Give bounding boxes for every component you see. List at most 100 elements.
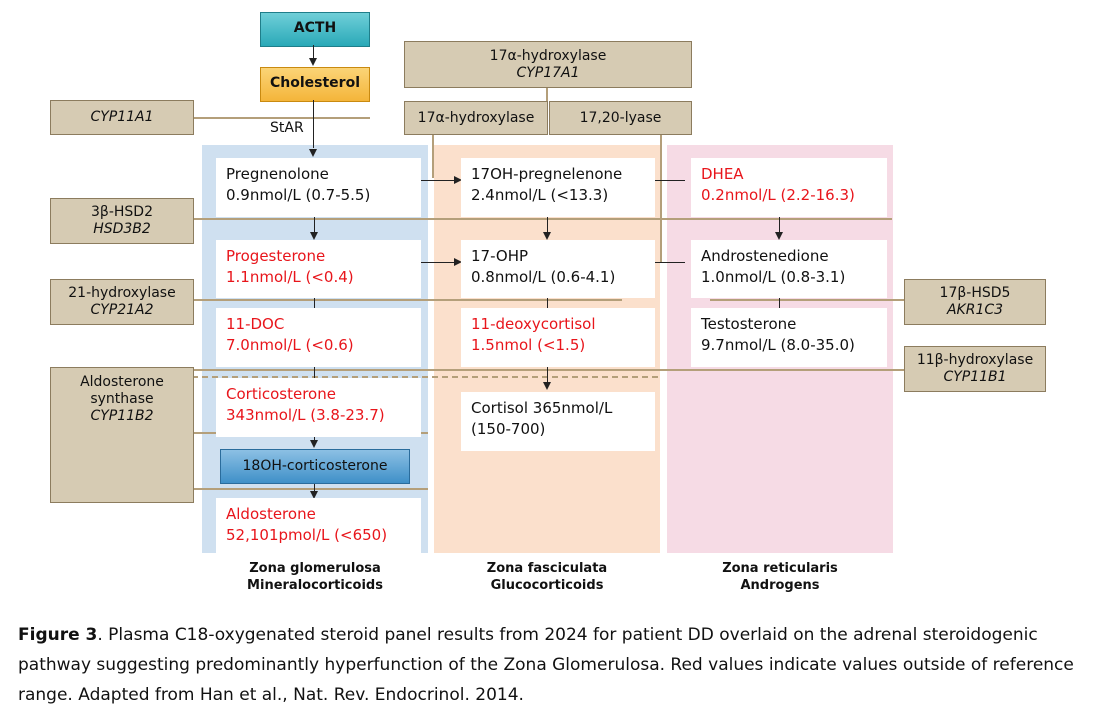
aldosterone-value: 52,101pmol/L (<650): [226, 526, 388, 544]
cyp11b1-name: 11β-hydroxylase: [916, 352, 1034, 368]
cyp17a1-box: 17α-hydroxylase CYP17A1: [404, 41, 692, 88]
testosterone-value: 9.7nmol/L (8.0-35.0): [701, 336, 855, 354]
figure-label: Figure 3: [18, 625, 98, 645]
hsd3b2-box: 3β-HSD2 HSD3B2: [50, 198, 194, 244]
zona-glomerulosa-label: Zona glomerulosa Mineralocorticoids: [202, 560, 428, 594]
deoxycortisol-to-cortisol-line: [547, 361, 548, 383]
17ohp-name: 17-OHP: [471, 247, 529, 265]
androstenedione-to-testosterone-line: [779, 292, 780, 308]
star-label: StAR: [270, 120, 304, 136]
doc-to-corticosterone-line: [314, 361, 315, 380]
deoxycortisol-to-cortisol-arrow: [543, 382, 551, 390]
pregnenolone-value: 0.9nmol/L (0.7-5.5): [226, 186, 371, 204]
aldosterone-name: Aldosterone: [226, 505, 316, 523]
androstenedione-value: 1.0nmol/L (0.8-3.1): [701, 268, 846, 286]
cyp21a2-box: 21-hydroxylase CYP21A2: [50, 279, 194, 325]
progesterone-node: Progesterone 1.1nmol/L (<0.4): [216, 240, 421, 298]
cyp11a1-gene: CYP11A1: [90, 109, 154, 125]
pregnenolone-name: Pregnenolone: [226, 165, 329, 183]
cyp11b2-level-line-3: [192, 488, 428, 490]
cyp17-lyase-box: 17,20-lyase: [549, 101, 692, 135]
prog-to-17ohp-line: [411, 262, 455, 263]
progesterone-name: Progesterone: [226, 247, 326, 265]
dhea-node: DHEA 0.2nmol/L (2.2-16.3): [691, 158, 887, 217]
cyp21a2-name: 21-hydroxylase: [68, 285, 176, 301]
testosterone-name: Testosterone: [701, 315, 797, 333]
11-deoxycortisol-value: 1.5nmol (<1.5): [471, 336, 586, 354]
figure-caption-text: . Plasma C18-oxygenated steroid panel re…: [18, 625, 1074, 705]
cholesterol-arrow-head: [309, 149, 317, 157]
hsd3b2-gene: HSD3B2: [93, 221, 151, 237]
dhea-name: DHEA: [701, 165, 744, 183]
progesterone-value: 1.1nmol/L (<0.4): [226, 268, 354, 286]
17oh-pregnenolone-value: 2.4nmol/L (<13.3): [471, 186, 609, 204]
cyp11b2-box: Aldosterone synthase CYP11B2: [50, 367, 194, 503]
zona-reticularis-label: Zona reticularis Androgens: [667, 560, 893, 594]
lyase-drop: [660, 133, 662, 263]
11-deoxycortisol-name: 11-deoxycortisol: [471, 315, 596, 333]
17oh-pregnenolone-node: 17OH-pregnelenone 2.4nmol/L (<13.3): [461, 158, 655, 217]
17ohpreg-to-17ohp-arrow: [543, 232, 551, 240]
pregnenolone-node: Pregnenolone 0.9nmol/L (0.7-5.5): [216, 158, 421, 217]
cyp11b1-level-line: [192, 369, 904, 371]
17ohp-to-androstenedione-line: [645, 262, 685, 263]
17ohpreg-to-17ohp-line: [547, 211, 548, 233]
zona-fasciculata-type: Glucocorticoids: [490, 578, 604, 593]
cyp21a2-level-line: [192, 299, 622, 301]
cyp11a1-level-line: [192, 117, 370, 119]
11-deoxycortisol-node: 11-deoxycortisol 1.5nmol (<1.5): [461, 308, 655, 367]
corticosterone-to-18oh-arrow: [310, 440, 318, 448]
zona-reticularis-name: Zona reticularis: [722, 561, 838, 576]
cyp17a1-gene: CYP17A1: [516, 64, 580, 81]
prog-to-17ohp-arrow: [454, 258, 462, 266]
hsd3b2-name: 3β-HSD2: [91, 204, 153, 220]
acth-box: ACTH: [260, 12, 370, 47]
akr1c3-gene: AKR1C3: [946, 302, 1004, 318]
akr1c3-level-line: [710, 299, 904, 301]
prog-to-doc-line: [314, 292, 315, 308]
corticosterone-name: Corticosterone: [226, 385, 336, 403]
zona-reticularis-type: Androgens: [740, 578, 820, 593]
cholesterol-box: Cholesterol: [260, 67, 370, 102]
cyp21a2-gene: CYP21A2: [90, 302, 154, 318]
figure-caption: Figure 3. Plasma C18-oxygenated steroid …: [18, 620, 1078, 710]
cyp11a1-box: CYP11A1: [50, 100, 194, 135]
cyp17-hydroxylase-name: 17α-hydroxylase: [417, 109, 535, 126]
testosterone-node: Testosterone 9.7nmol/L (8.0-35.0): [691, 308, 887, 367]
dhea-value: 0.2nmol/L (2.2-16.3): [701, 186, 855, 204]
cortisol-name: Cortisol 365nmol/L: [471, 399, 613, 417]
acth-arrow-line: [313, 45, 314, 59]
zona-fasciculata-name: Zona fasciculata: [486, 561, 608, 576]
17ohp-value: 0.8nmol/L (0.6-4.1): [471, 268, 616, 286]
cyp11b1-box: 11β-hydroxylase CYP11B1: [904, 346, 1046, 392]
preg-to-17ohpreg-line: [411, 180, 455, 181]
cyp17a1-name: 17α-hydroxylase: [489, 47, 607, 64]
preg-to-prog-arrow: [310, 232, 318, 240]
doc-name: 11-DOC: [226, 315, 285, 333]
cortisol-node: Cortisol 365nmol/L (150-700): [461, 392, 655, 451]
17ohpreg-to-dhea-line: [645, 180, 685, 181]
akr1c3-box: 17β-HSD5 AKR1C3: [904, 279, 1046, 325]
hydroxylase-drop: [432, 133, 434, 178]
hsd3b2-level-line: [192, 218, 892, 220]
preg-to-17ohpreg-arrow: [454, 176, 462, 184]
17oh-pregnenolone-name: 17OH-pregnelenone: [471, 165, 623, 183]
cholesterol-arrow-line: [313, 100, 314, 148]
cyp17a1-stem: [546, 86, 548, 102]
cyp17-hydroxylase-box: 17α-hydroxylase: [404, 101, 548, 135]
cyp11b1-gene: CYP11B1: [943, 369, 1007, 385]
acth-arrow-head: [309, 58, 317, 66]
androstenedione-node: Androstenedione 1.0nmol/L (0.8-3.1): [691, 240, 887, 298]
preg-to-prog-line: [314, 211, 315, 233]
dhea-to-androstenedione-arrow: [775, 232, 783, 240]
zona-fasciculata-label: Zona fasciculata Glucocorticoids: [434, 560, 660, 594]
aldosterone-node: Aldosterone 52,101pmol/L (<650): [216, 498, 421, 557]
cortisol-value: (150-700): [471, 420, 546, 438]
18oh-to-aldosterone-arrow: [310, 491, 318, 499]
18oh-corticosterone-box: 18OH-corticosterone: [220, 449, 410, 484]
corticosterone-node: Corticosterone 343nmol/L (3.8-23.7): [216, 378, 421, 437]
cyp11b2-dashed-line: [192, 376, 658, 378]
corticosterone-value: 343nmol/L (3.8-23.7): [226, 406, 385, 424]
doc-node: 11-DOC 7.0nmol/L (<0.6): [216, 308, 421, 367]
doc-value: 7.0nmol/L (<0.6): [226, 336, 354, 354]
